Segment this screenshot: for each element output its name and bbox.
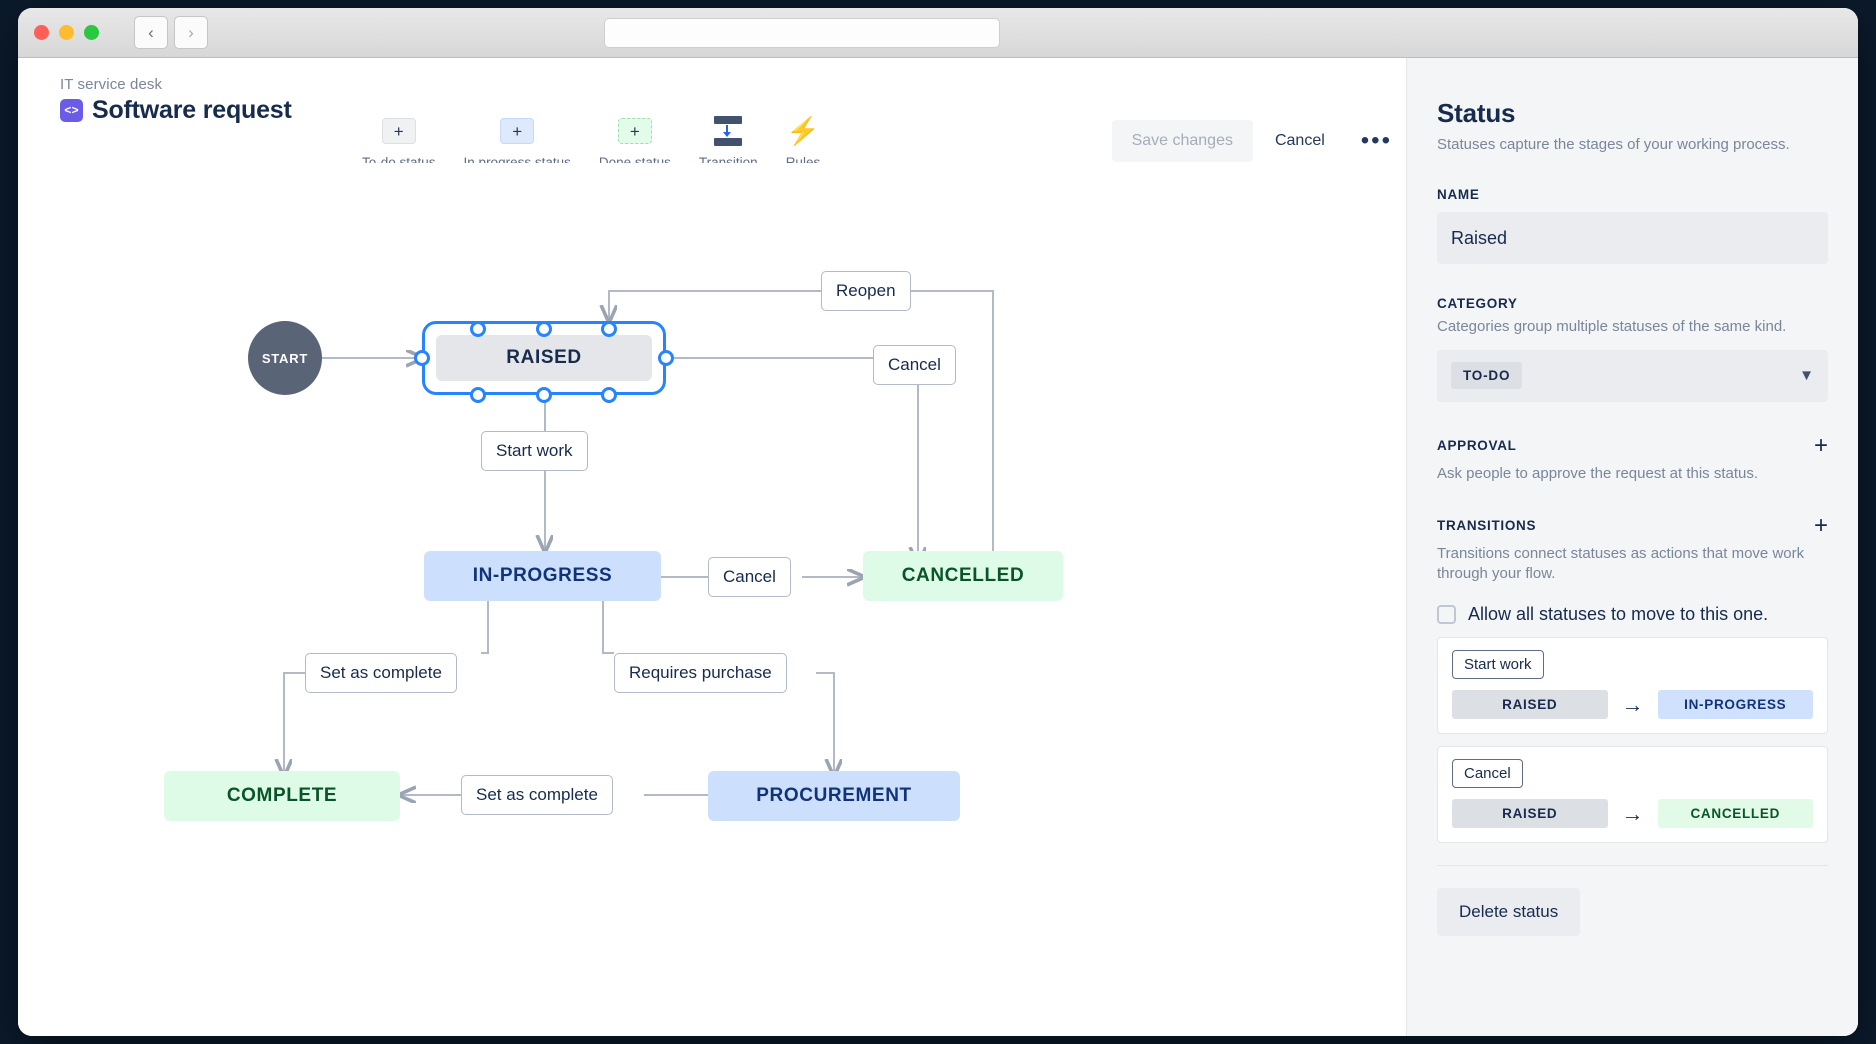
- approval-hint: Ask people to approve the request at thi…: [1437, 464, 1759, 482]
- transition-from-status: RAISED: [1452, 690, 1608, 720]
- lightning-bolt-icon-wrap: ⚡: [786, 116, 820, 146]
- edge-label-start-work[interactable]: Start work: [481, 431, 588, 471]
- status-badge: TO-DO: [1451, 362, 1523, 389]
- chevron-down-icon: ▼: [1799, 367, 1814, 384]
- header-actions: Save changes Cancel •••: [1111, 120, 1406, 162]
- code-brackets-icon: <>: [60, 99, 83, 122]
- app-body: IT service desk <> Software request + To…: [18, 58, 1858, 1036]
- resize-handle-n[interactable]: [536, 321, 552, 337]
- add-approval-icon[interactable]: +: [1813, 431, 1828, 459]
- resize-handle-s[interactable]: [536, 387, 552, 403]
- category-hint: Categories group multiple statuses of th…: [1437, 318, 1787, 336]
- resize-handle-ne[interactable]: [601, 321, 617, 337]
- workflow-edges: [18, 290, 994, 1036]
- transition-icon: [711, 116, 745, 146]
- transition-card[interactable]: Cancel RAISED → CANCELLED: [1437, 746, 1828, 844]
- toolbar-item-done-status[interactable]: + Done status: [585, 116, 685, 170]
- editor-toolbar: + To-do status + In progress status +: [348, 116, 834, 170]
- status-node-cancelled[interactable]: CANCELLED: [863, 551, 1063, 601]
- add-transition-icon[interactable]: +: [1813, 511, 1828, 539]
- arrow-right-icon: →: [1621, 691, 1644, 717]
- transition-flow: RAISED → CANCELLED: [1452, 799, 1813, 829]
- title-row: <> Software request: [60, 96, 292, 125]
- plus-icon-wrap: +: [381, 116, 416, 146]
- workflow-canvas[interactable]: START RAISED IN-PROGRESS CANCELLED COMPL…: [18, 163, 1390, 1036]
- arrow-right-icon: →: [1621, 800, 1644, 826]
- edge-label-set-as-complete-left[interactable]: Set as complete: [305, 653, 457, 693]
- url-input[interactable]: [604, 18, 1000, 48]
- plus-icon: +: [500, 118, 535, 144]
- toolbar-item-rules[interactable]: ⚡ Rules: [772, 116, 835, 170]
- transition-icon-wrap: [711, 116, 745, 146]
- window-titlebar: ‹ ›: [18, 8, 1858, 58]
- close-window-button[interactable]: [34, 25, 49, 40]
- allow-all-label: Allow all statuses to move to this one.: [1468, 604, 1769, 625]
- edge-label-reopen[interactable]: Reopen: [821, 271, 911, 311]
- allow-all-statuses-row[interactable]: Allow all statuses to move to this one.: [1437, 604, 1828, 625]
- transition-from-status: RAISED: [1452, 799, 1608, 829]
- transitions-hint: Transitions connect statuses as actions …: [1437, 544, 1805, 582]
- edge-label-cancel-from-in-progress[interactable]: Cancel: [708, 557, 791, 597]
- lightning-bolt-icon: ⚡: [786, 115, 820, 146]
- name-label: NAME: [1437, 187, 1480, 203]
- toolbar-item-transition[interactable]: Transition: [685, 116, 772, 170]
- plus-icon-wrap: +: [617, 116, 652, 146]
- delete-status-button[interactable]: Delete status: [1437, 888, 1581, 937]
- transitions-header: TRANSITIONS +: [1437, 511, 1828, 539]
- transition-to-status: CANCELLED: [1657, 799, 1813, 829]
- category-label: CATEGORY: [1437, 296, 1518, 312]
- panel-divider: [1437, 865, 1828, 867]
- transition-flow: RAISED → IN-PROGRESS: [1452, 690, 1813, 720]
- plus-icon-wrap: +: [500, 116, 535, 146]
- panel-subtitle: Statuses capture the stages of your work…: [1437, 136, 1790, 153]
- resize-handle-se[interactable]: [601, 387, 617, 403]
- resize-handle-w[interactable]: [414, 350, 430, 366]
- status-node-in-progress[interactable]: IN-PROGRESS: [424, 551, 661, 601]
- edge-label-requires-purchase[interactable]: Requires purchase: [614, 653, 787, 693]
- plus-icon: +: [617, 118, 652, 144]
- edge-label-set-as-complete-bottom[interactable]: Set as complete: [461, 775, 613, 815]
- plus-icon: +: [381, 118, 416, 144]
- navigation-buttons: ‹ ›: [134, 16, 208, 49]
- status-details-panel: Status Statuses capture the stages of yo…: [1406, 58, 1858, 1036]
- more-options-icon[interactable]: •••: [1347, 128, 1406, 153]
- breadcrumb[interactable]: IT service desk: [60, 76, 163, 93]
- transition-name[interactable]: Cancel: [1452, 759, 1523, 789]
- approval-header: APPROVAL +: [1437, 431, 1828, 459]
- minimize-window-button[interactable]: [59, 25, 74, 40]
- approval-label: APPROVAL: [1437, 438, 1517, 453]
- resize-handle-sw[interactable]: [470, 387, 486, 403]
- browser-window: ‹ › IT service desk <> Software request …: [18, 8, 1858, 1036]
- category-select[interactable]: TO-DO ▼: [1437, 349, 1828, 402]
- status-node-raised[interactable]: RAISED: [436, 335, 652, 381]
- maximize-window-button[interactable]: [84, 25, 99, 40]
- status-node-procurement[interactable]: PROCUREMENT: [708, 771, 960, 821]
- status-name-input[interactable]: Raised: [1437, 212, 1828, 265]
- status-node-complete[interactable]: COMPLETE: [164, 771, 400, 821]
- transitions-label: TRANSITIONS: [1437, 518, 1537, 534]
- panel-title: Status: [1437, 98, 1516, 128]
- allow-all-checkbox[interactable]: [1437, 605, 1456, 625]
- save-changes-button[interactable]: Save changes: [1111, 120, 1253, 162]
- back-icon[interactable]: ‹: [134, 16, 168, 49]
- page-title: Software request: [92, 96, 292, 124]
- transition-to-status: IN-PROGRESS: [1657, 690, 1813, 720]
- traffic-lights: [34, 25, 99, 40]
- edge-label-cancel-from-raised[interactable]: Cancel: [873, 345, 956, 385]
- forward-icon[interactable]: ›: [174, 16, 208, 49]
- transition-name[interactable]: Start work: [1452, 650, 1544, 680]
- start-node[interactable]: START: [248, 321, 322, 395]
- cancel-button[interactable]: Cancel: [1259, 120, 1341, 162]
- transition-card[interactable]: Start work RAISED → IN-PROGRESS: [1437, 637, 1828, 735]
- toolbar-item-todo-status[interactable]: + To-do status: [348, 116, 450, 170]
- toolbar-item-in-progress-status[interactable]: + In progress status: [450, 116, 585, 170]
- resize-handle-nw[interactable]: [470, 321, 486, 337]
- resize-handle-e[interactable]: [658, 350, 674, 366]
